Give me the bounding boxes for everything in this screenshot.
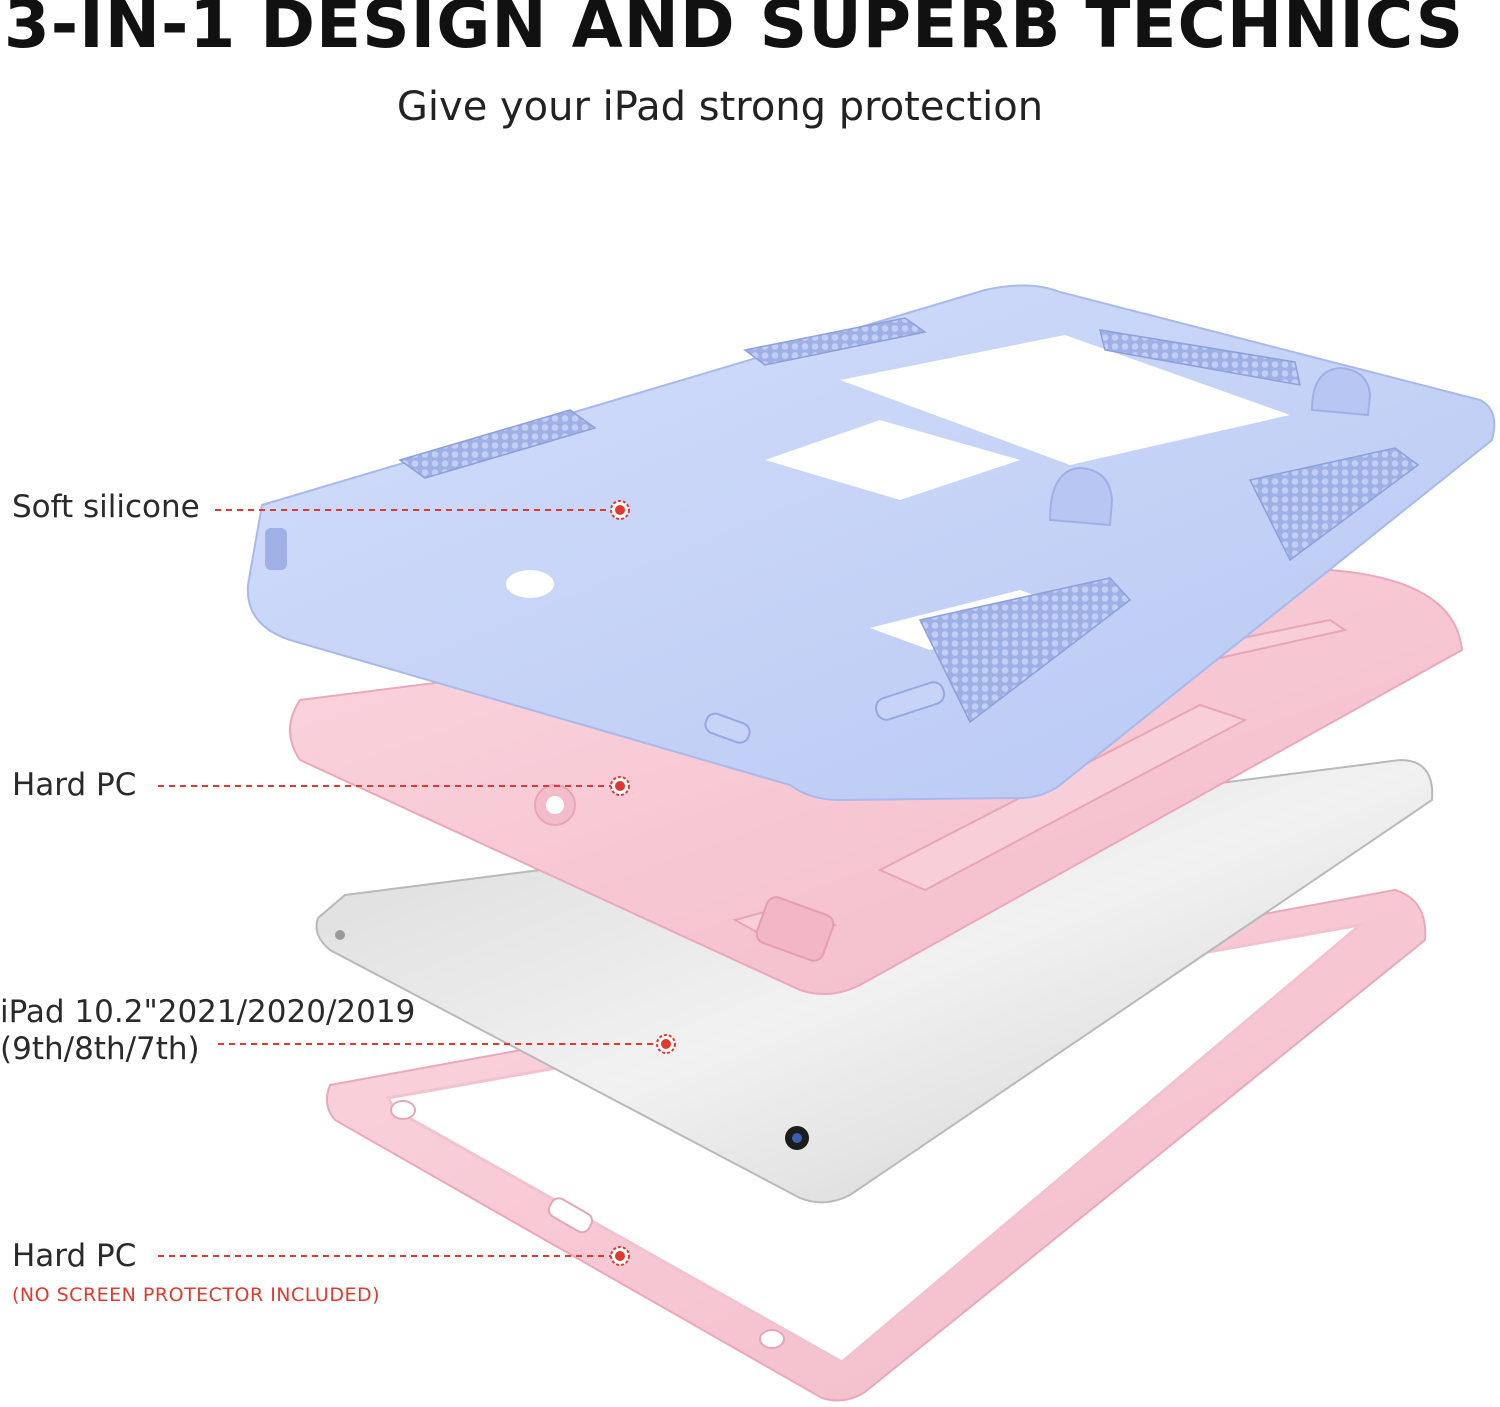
no-screen-protector-note: (NO SCREEN PROTECTOR INCLUDED) (12, 1284, 381, 1306)
headline: 3-IN-1 DESIGN AND SUPERB TECHNICS (3, 0, 1465, 63)
label-soft-silicone: Soft silicone (12, 489, 200, 525)
label-hard-pc-front: Hard PC (12, 1238, 137, 1274)
soft-silicone-layer (246, 284, 1496, 802)
label-ipad-model: iPad 10.2"2021/2020/2019 (0, 994, 416, 1030)
subheadline: Give your iPad strong protection (396, 84, 1044, 130)
callout-lines (158, 509, 658, 1257)
label-hard-pc-back: Hard PC (12, 767, 137, 803)
callout-markers (610, 500, 676, 1266)
label-ipad-generations: (9th/8th/7th) (0, 1031, 200, 1067)
